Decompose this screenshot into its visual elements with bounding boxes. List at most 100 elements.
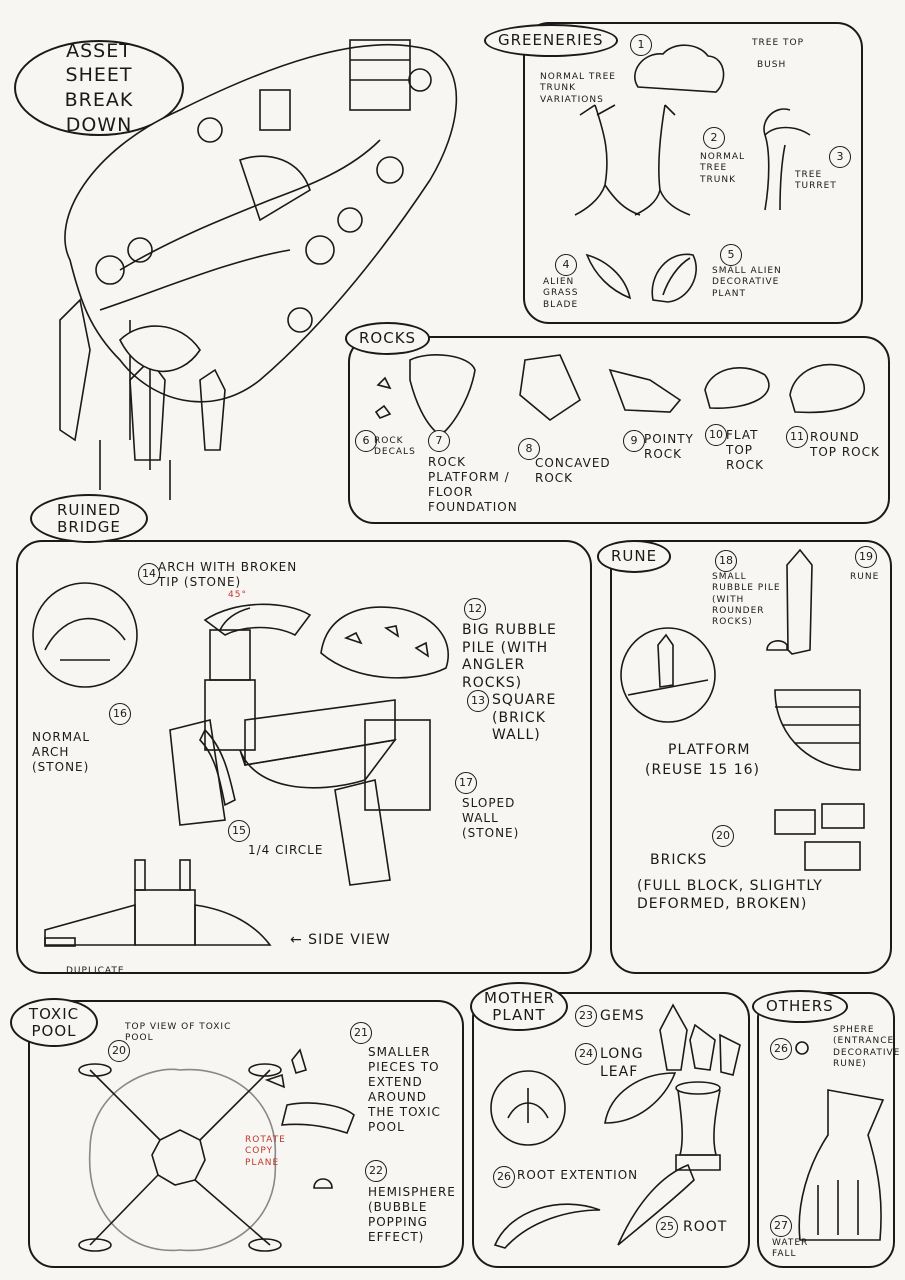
toxic-pool-top-view-drawing (78, 1063, 282, 1252)
small-rubble-pile-label: SMALL RUBBLE PILE (WITH ROUNDER ROCKS) (712, 572, 781, 627)
platform-reuse-label: (REUSE 15 16) (645, 762, 761, 778)
item-number-9: 9 (623, 430, 645, 452)
bricks-note-label: (FULL BLOCK, SLIGHTLY DEFORMED, BROKEN) (637, 878, 823, 912)
floating-island-illustration (59, 39, 458, 500)
greeneries-panel (523, 22, 863, 324)
item-number-22: 22 (365, 1160, 387, 1182)
normal-tree-trunk-variations-label: NORMAL TREE TRUNK VARIATIONS (540, 72, 616, 105)
ruined-bridge-title: RUINED BRIDGE (30, 494, 148, 543)
bricks-drawing (774, 803, 865, 871)
item-number-20: 20 (712, 825, 734, 847)
rune-title: RUNE (597, 540, 672, 573)
long-leaf-drawing (604, 1072, 677, 1124)
item-number-6: 6 (355, 430, 377, 452)
root-extention-label: ROOT EXTENTION (517, 1168, 639, 1182)
tree-trunks-drawing (574, 104, 691, 216)
gems-drawing (659, 1003, 741, 1076)
item-number-15: 15 (228, 820, 250, 842)
item-number-11: 11 (786, 426, 808, 448)
bush-drawing (634, 44, 725, 93)
item-number-10: 10 (705, 424, 727, 446)
tree-turret-drawing (763, 108, 811, 211)
alien-grass-blade-drawing (585, 253, 632, 300)
normal-arch-label: NORMAL ARCH (STONE) (32, 730, 91, 774)
smaller-pieces-drawing (264, 1048, 355, 1134)
tree-top-label: TREE TOP (752, 38, 804, 48)
platform-drawing (774, 689, 861, 771)
item-number-20-toxic: 20 (108, 1040, 130, 1062)
item-number-4: 4 (555, 254, 577, 276)
sphere-label: SPHERE (ENTRANCE DECORATIVE RUNE) (833, 1025, 901, 1069)
item-number-25: 25 (656, 1216, 678, 1238)
square-brick-wall-label: SQUARE (BRICK WALL) (492, 692, 557, 743)
duplicate-label: DUPLICATE (66, 966, 125, 976)
item-number-14: 14 (138, 563, 160, 585)
side-view-label: ← SIDE VIEW (290, 932, 391, 948)
smaller-pieces-label: SMALLER PIECES TO EXTEND AROUND THE TOXI… (368, 1045, 441, 1134)
rune-label: RUNE (850, 572, 880, 582)
item-number-12: 12 (464, 598, 486, 620)
rune-preview-circle (620, 627, 716, 723)
side-view-drawing (44, 859, 272, 947)
root-extention-drawing (493, 1203, 601, 1249)
tree-turret-label: TREE TURRET (795, 170, 837, 192)
rocks-drawings (374, 354, 866, 436)
arch-broken-tip-label: ARCH WITH BROKEN TIP (STONE) (158, 560, 298, 589)
gems-label: GEMS (600, 1008, 645, 1024)
hemisphere-label: HEMISPHERE (BUBBLE POPPING EFFECT) (368, 1185, 456, 1244)
long-leaf-label: LONG LEAF (600, 1046, 644, 1080)
rocks-panel (348, 336, 890, 524)
sphere-drawing (795, 1041, 809, 1055)
item-number-18: 18 (715, 550, 737, 572)
water-fall-drawing (798, 1089, 885, 1241)
item-number-16: 16 (109, 703, 131, 725)
item-number-21: 21 (350, 1022, 372, 1044)
item-number-3: 3 (829, 146, 851, 168)
bridge-preview-circle (32, 582, 138, 688)
greeneries-title: GREENERIES (484, 24, 618, 57)
bridge-assembly-drawing (169, 603, 431, 886)
concaved-rock-label: CONCAVED ROCK (535, 456, 611, 485)
rock-decals-label: ROCK DECALS (374, 436, 416, 458)
mother-plant-preview-circle (490, 1070, 566, 1146)
rocks-title: ROCKS (345, 322, 431, 355)
small-alien-plant-label: SMALL ALIEN DECORATIVE PLANT (712, 266, 782, 299)
round-top-rock-label: ROUND TOP ROCK (810, 430, 880, 459)
water-fall-label: WATER FALL (772, 1238, 809, 1260)
root-drawing (617, 1163, 695, 1246)
item-number-7: 7 (428, 430, 450, 452)
item-number-17: 17 (455, 772, 477, 794)
rotate-copy-label: ROTATE COPY PLANE (245, 1135, 286, 1168)
angle-45-label: 45° (228, 590, 247, 600)
mother-plant-panel (472, 992, 750, 1268)
quarter-circle-label: 1/4 CIRCLE (248, 843, 324, 857)
sloped-wall-label: SLOPED WALL (STONE) (462, 796, 520, 840)
item-number-24: 24 (575, 1043, 597, 1065)
item-number-1: 1 (630, 34, 652, 56)
bush-label: BUSH (757, 60, 787, 70)
big-rubble-pile-drawing (320, 606, 449, 679)
rock-platform-label: ROCK PLATFORM / FLOOR FOUNDATION (428, 455, 518, 514)
item-number-8: 8 (518, 438, 540, 460)
big-rubble-pile-label: BIG RUBBLE PILE (WITH ANGLER ROCKS) (462, 622, 557, 691)
rune-pillar-drawing (766, 548, 813, 655)
ruined-bridge-panel (16, 540, 592, 974)
root-label: ROOT (683, 1219, 728, 1235)
item-number-19: 19 (855, 546, 877, 568)
item-number-13: 13 (467, 690, 489, 712)
toxic-pool-title: TOXIC POOL (10, 998, 98, 1047)
mother-plant-base-drawing (675, 1081, 721, 1171)
platform-label: PLATFORM (668, 742, 751, 758)
item-number-23: 23 (575, 1005, 597, 1027)
pointy-rock-label: POINTY ROCK (644, 432, 694, 461)
others-title: OTHERS (752, 990, 848, 1023)
item-number-26-root: 26 (493, 1166, 515, 1188)
bricks-label: BRICKS (650, 852, 708, 868)
item-number-27: 27 (770, 1215, 792, 1237)
normal-tree-trunk-label: NORMAL TREE TRUNK (700, 152, 746, 185)
item-number-2: 2 (703, 127, 725, 149)
top-view-label: TOP VIEW OF TOXIC POOL (125, 1022, 232, 1044)
rune-panel (610, 540, 892, 974)
sheet-title: ASSET SHEET BREAK DOWN (14, 40, 184, 136)
hemisphere-drawing (313, 1178, 333, 1189)
